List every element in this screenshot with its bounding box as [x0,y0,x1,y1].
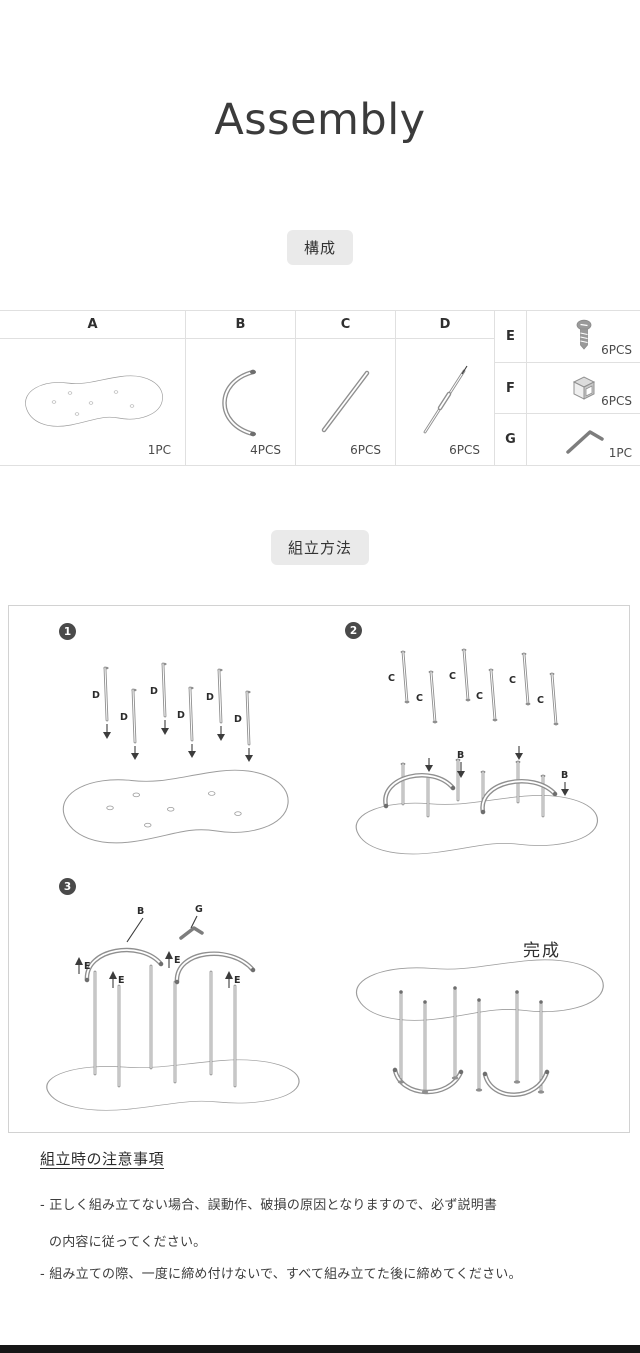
complete-label: 完成 [523,941,561,961]
step-1-badge: 1 [59,623,76,640]
hex-wrench-glyph [179,926,204,940]
parts-table: A B C D 1PC [0,310,640,466]
part-label-b: B [457,750,464,761]
part-g-row: G 1PC [495,414,640,466]
jointed-rod-icon [423,365,468,433]
part-label-c: C [416,693,423,704]
part-g-count: 1PC [608,446,632,461]
part-c-header: C [296,311,396,339]
part-c-cell: 6PCS [296,339,396,466]
note-line-3: - 組み立ての際、一度に締め付けないで、すべて組み立てた後に締めてください。 [40,1267,522,1282]
part-e-count: 6PCS [601,342,632,357]
footer-bar [0,1345,640,1353]
part-f-cell: 6PCS [527,363,640,414]
step-3-badge: 3 [59,878,76,895]
part-label-b: B [561,770,568,781]
clip-icon [572,376,595,400]
part-e-cell: 6PCS [527,311,640,362]
part-g-label: G [495,414,527,466]
part-a-cell: 1PC [0,339,186,466]
parts-table-right: E 6PCS F [495,311,640,466]
part-label-d: D [177,710,185,721]
method-badge: 組立方法 [270,530,369,565]
part-label-c: C [509,675,516,686]
straight-tube-icon [321,370,369,432]
hex-wrench-icon [565,429,604,454]
part-label-e: E [118,975,125,986]
part-b-count: 4PCS [250,443,281,457]
step-2-diagram: C C C C C C [355,648,598,855]
part-g-cell: 1PC [527,414,640,465]
part-label-e: E [174,955,181,966]
part-label-c: C [476,691,483,702]
part-label-d: D [92,690,100,701]
part-f-count: 6PCS [601,394,632,409]
assembly-steps-box: 1 2 3 D D [8,605,630,1133]
part-label-d: D [120,712,128,723]
note-line-2: の内容に従ってください。 [49,1234,207,1250]
assembly-notes: 組立時の注意事項 - 正しく組み立てない場合、誤動作、破損の原因となりますので、… [40,1148,612,1302]
part-label-c: C [388,673,395,684]
part-f-row: F 6PCS [495,362,640,415]
part-b-cell: 4PCS [186,339,296,466]
screw-icon [576,320,591,350]
part-label-e: E [84,961,91,972]
method-section: 組立方法 [0,530,640,565]
part-label-d: D [234,714,242,725]
part-label-e: E [234,975,241,986]
note-line-1: - 正しく組み立てない場合、誤動作、破損の原因となりますので、必ず説明書 [40,1198,498,1213]
tabletop-panel-icon [24,375,163,427]
composition-section: 構成 [0,230,640,265]
part-label-c: C [537,695,544,706]
part-d-count: 6PCS [449,443,480,457]
part-e-row: E 6PCS [495,311,640,363]
parts-table-left: A B C D 1PC [0,311,495,466]
part-d-header: D [396,311,495,339]
step-1-diagram: D D D D [62,662,289,844]
step-2-badge: 2 [345,622,362,639]
part-c-count: 6PCS [350,443,381,457]
part-e-label: E [495,311,527,362]
part-a-header: A [0,311,186,339]
part-label-b: B [137,906,144,917]
notes-heading: 組立時の注意事項 [40,1150,165,1168]
part-d-cell: 6PCS [396,339,495,466]
part-a-count: 1PC [147,443,171,457]
curved-tube-icon [221,369,256,436]
part-label-c: C [449,671,456,682]
step-3-diagram: E E E E B G [46,904,300,1111]
finished-table-diagram [355,959,604,1097]
part-label-d: D [150,686,158,697]
part-f-label: F [495,362,527,414]
composition-badge: 構成 [286,230,353,265]
part-b-header: B [186,311,296,339]
part-label-d: D [206,692,214,703]
page-title: Assembly [214,95,426,145]
part-label-g: G [195,904,203,915]
